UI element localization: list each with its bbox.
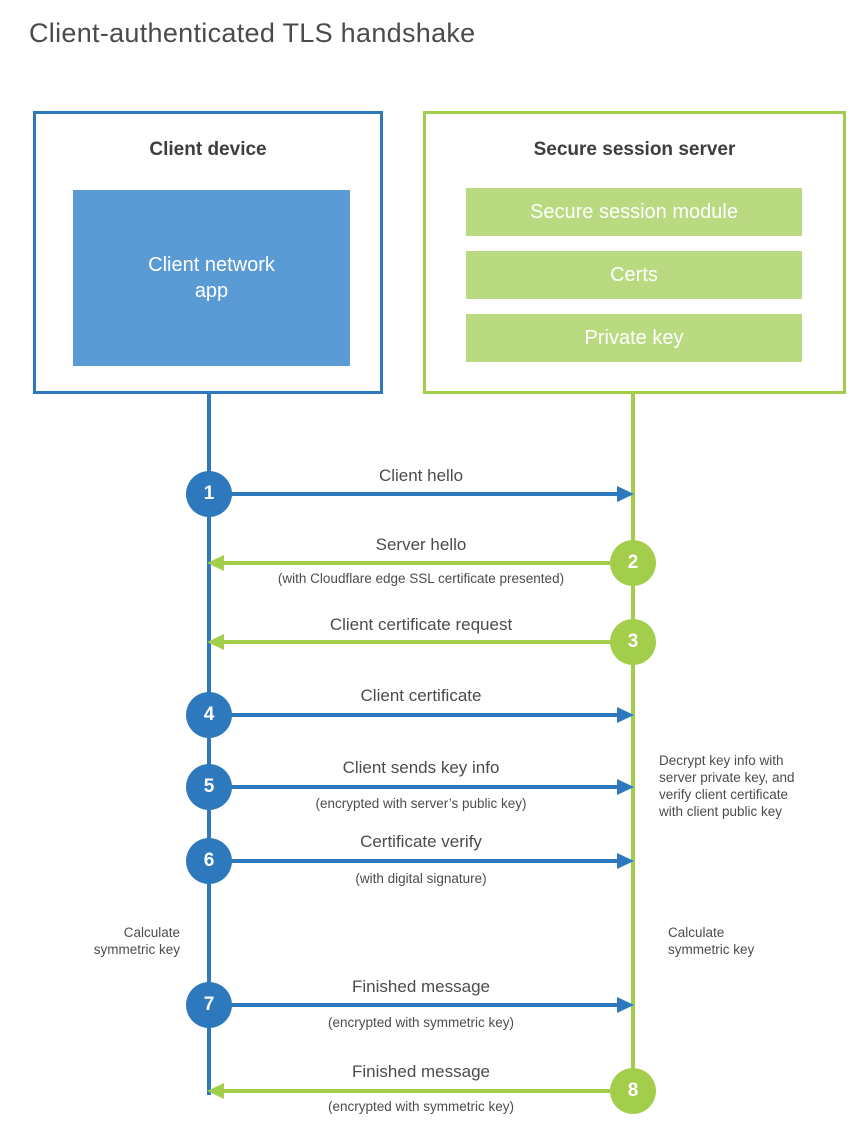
step-3-badge: 3 (610, 619, 656, 665)
step-4-badge: 4 (186, 692, 232, 738)
message-4-label: Client certificate (360, 686, 482, 705)
message-1-label: Client hello (378, 466, 464, 485)
server-decrypt-key-info-note: Decrypt key info with server private key… (659, 753, 795, 819)
message-8-arrow-line (221, 1089, 633, 1093)
server-module-certs: Certs (466, 251, 802, 299)
message-6-arrow-line (209, 859, 619, 863)
message-8-label: Finished message (352, 1062, 490, 1081)
arrowhead-right-icon (617, 997, 634, 1013)
client-calculate-symmetric-key-note: Calculate symmetric key (93, 925, 180, 957)
client-device-title: Client device (149, 139, 267, 160)
arrowhead-left-icon (207, 634, 224, 650)
arrowhead-right-icon (617, 486, 634, 502)
secure-session-server-box: Secure session server Secure session mod… (423, 111, 846, 394)
message-6-label: Certificate verify (360, 832, 482, 851)
message-5-arrow-line (209, 785, 619, 789)
arrowhead-right-icon (617, 853, 634, 869)
step-2-badge: 2 (610, 540, 656, 586)
message-5-note: (encrypted with server’s public key) (315, 796, 527, 811)
message-7-arrow-line (209, 1003, 619, 1007)
client-network-app-label: Client network app (148, 254, 275, 302)
client-device-box: Client device Client network app (33, 111, 383, 394)
message-3-arrow-line (221, 640, 633, 644)
page-title: Client-authenticated TLS handshake (29, 18, 476, 48)
arrowhead-right-icon (617, 779, 634, 795)
arrowhead-left-icon (207, 1083, 224, 1099)
message-6-note: (with digital signature) (355, 871, 487, 886)
arrowhead-left-icon (207, 555, 224, 571)
arrowhead-right-icon (617, 707, 634, 723)
server-module-private-key: Private key (466, 314, 802, 362)
step-1-badge: 1 (186, 471, 232, 517)
step-6-badge: 6 (186, 838, 232, 884)
server-module-secure-session: Secure session module (466, 188, 802, 236)
message-3-label: Client certificate request (329, 615, 513, 634)
step-5-badge: 5 (186, 764, 232, 810)
client-lifeline (207, 393, 211, 1095)
message-7-label: Finished message (352, 977, 490, 996)
server-lifeline (631, 393, 635, 1093)
message-2-label: Server hello (375, 535, 467, 554)
message-2-arrow-line (221, 561, 633, 565)
message-7-note: (encrypted with symmetric key) (327, 1015, 515, 1030)
message-1-arrow-line (209, 492, 619, 496)
message-5-label: Client sends key info (342, 758, 500, 777)
step-8-badge: 8 (610, 1068, 656, 1114)
step-7-badge: 7 (186, 982, 232, 1028)
message-8-note: (encrypted with symmetric key) (327, 1099, 515, 1114)
client-network-app-box: Client network app (73, 190, 350, 366)
message-4-arrow-line (209, 713, 619, 717)
message-2-note: (with Cloudflare edge SSL certificate pr… (277, 571, 565, 586)
secure-session-server-title: Secure session server (533, 139, 736, 160)
server-calculate-symmetric-key-note: Calculate symmetric key (668, 925, 755, 957)
